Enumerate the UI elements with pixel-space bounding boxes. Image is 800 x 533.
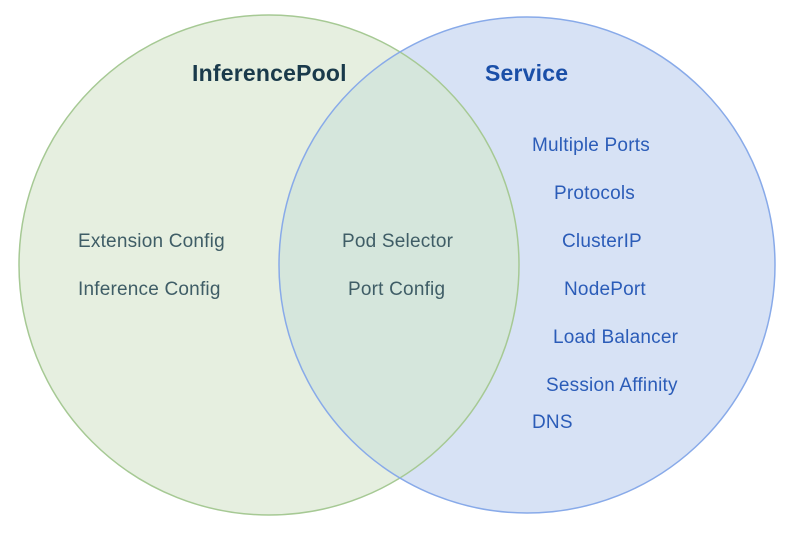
right-item: ClusterIP	[562, 231, 642, 252]
right-item: Load Balancer	[553, 327, 679, 348]
right-item: Session Affinity	[546, 375, 678, 396]
left-item: Extension Config	[78, 231, 225, 252]
overlap-region	[279, 17, 519, 513]
left-circle-border	[18, 14, 520, 516]
left-item: Inference Config	[78, 279, 221, 300]
right-circle-border	[278, 16, 776, 514]
right-item: Protocols	[554, 183, 636, 204]
right-item: DNS	[532, 412, 573, 433]
right-item: NodePort	[564, 279, 646, 300]
overlap-item: Pod Selector	[342, 231, 454, 252]
overlap-item: Port Config	[348, 279, 446, 300]
left-circle-title: InferencePool	[192, 60, 347, 86]
right-circle-title: Service	[485, 60, 569, 86]
right-item: Multiple Ports	[532, 135, 650, 156]
